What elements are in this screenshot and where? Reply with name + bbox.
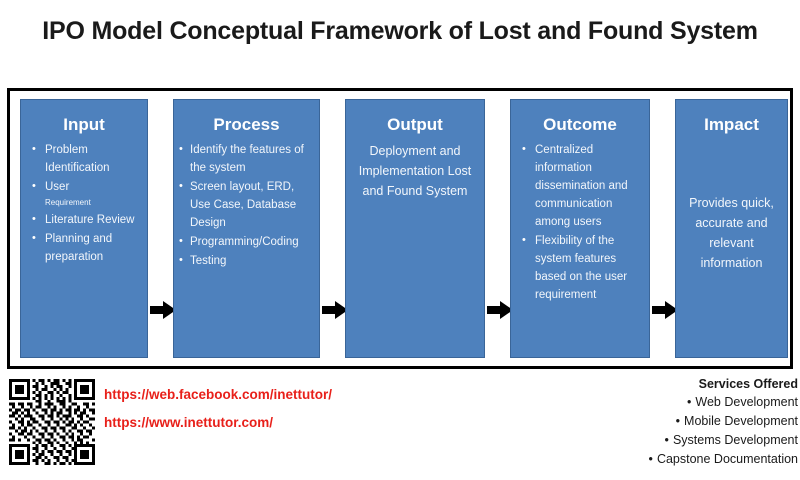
list-item: •Web Development: [498, 393, 798, 412]
bullet-icon: •: [648, 452, 653, 466]
ipo-box-input-heading: Input: [63, 115, 105, 134]
service-label: Mobile Development: [684, 414, 798, 428]
arrow-right-icon: [652, 301, 678, 319]
ipo-box-outcome-body: Centralized information dissemination an…: [511, 140, 649, 304]
list-item: •Systems Development: [498, 431, 798, 450]
service-label: Systems Development: [672, 433, 798, 447]
list-item: Testing: [179, 251, 313, 270]
list-item: Flexibility of the system features based…: [522, 231, 643, 304]
list-item: •Mobile Development: [498, 412, 798, 431]
ipo-box-output: Output Deployment and Implementation Los…: [345, 99, 485, 358]
list-item: Screen layout, ERD, Use Case, Database D…: [179, 177, 313, 232]
input-sub-label: Requirement: [45, 198, 91, 207]
list-item: Planning and preparation: [32, 229, 141, 266]
list-item: •Capstone Documentation: [498, 450, 798, 469]
facebook-link[interactable]: https://web.facebook.com/inettutor/: [104, 387, 333, 402]
diagram-frame: Input Problem Identification UserRequire…: [7, 88, 793, 369]
page-title: IPO Model Conceptual Framework of Lost a…: [42, 17, 758, 45]
services-offered-title: Services Offered: [698, 377, 798, 391]
website-link[interactable]: https://www.inettutor.com/: [104, 415, 273, 430]
link-list: https://web.facebook.com/inettutor/ http…: [104, 381, 484, 437]
ipo-box-row: Input Problem Identification UserRequire…: [10, 91, 790, 366]
ipo-box-outcome-heading: Outcome: [543, 115, 617, 134]
bullet-icon: •: [675, 414, 681, 428]
list-item: Literature Review: [32, 210, 141, 229]
service-label: Web Development: [695, 395, 798, 409]
ipo-box-output-body: Deployment and Implementation Lost and F…: [358, 144, 472, 198]
list-item: Problem Identification: [32, 140, 141, 177]
ipo-box-impact-heading: Impact: [704, 115, 759, 134]
services-offered: Services Offered •Web Development •Mobil…: [498, 376, 798, 469]
ipo-box-process-heading: Process: [213, 115, 280, 134]
services-offered-list: •Web Development •Mobile Development •Sy…: [498, 393, 798, 469]
arrow-right-icon: [150, 301, 176, 319]
list-item: Centralized information dissemination an…: [522, 140, 643, 231]
qr-code-icon: [9, 379, 95, 465]
arrow-right-icon: [322, 301, 348, 319]
ipo-box-impact-body: Provides quick, accurate and relevant in…: [689, 196, 774, 270]
arrow-right-icon: [487, 301, 513, 319]
ipo-box-process-body: Identify the features of the system Scre…: [174, 140, 319, 270]
ipo-box-process: Process Identify the features of the sys…: [173, 99, 320, 358]
bullet-icon: •: [664, 433, 669, 447]
ipo-box-impact: Impact Provides quick, accurate and rele…: [675, 99, 788, 358]
list-item: Programming/Coding: [179, 232, 313, 251]
qr-code-svg: [9, 379, 95, 465]
ipo-box-input: Input Problem Identification UserRequire…: [20, 99, 148, 358]
ipo-box-outcome: Outcome Centralized information dissemin…: [510, 99, 650, 358]
service-label: Capstone Documentation: [656, 452, 798, 466]
bullet-icon: •: [687, 395, 692, 409]
ipo-box-output-heading: Output: [387, 115, 443, 134]
list-item: Identify the features of the system: [179, 140, 313, 177]
